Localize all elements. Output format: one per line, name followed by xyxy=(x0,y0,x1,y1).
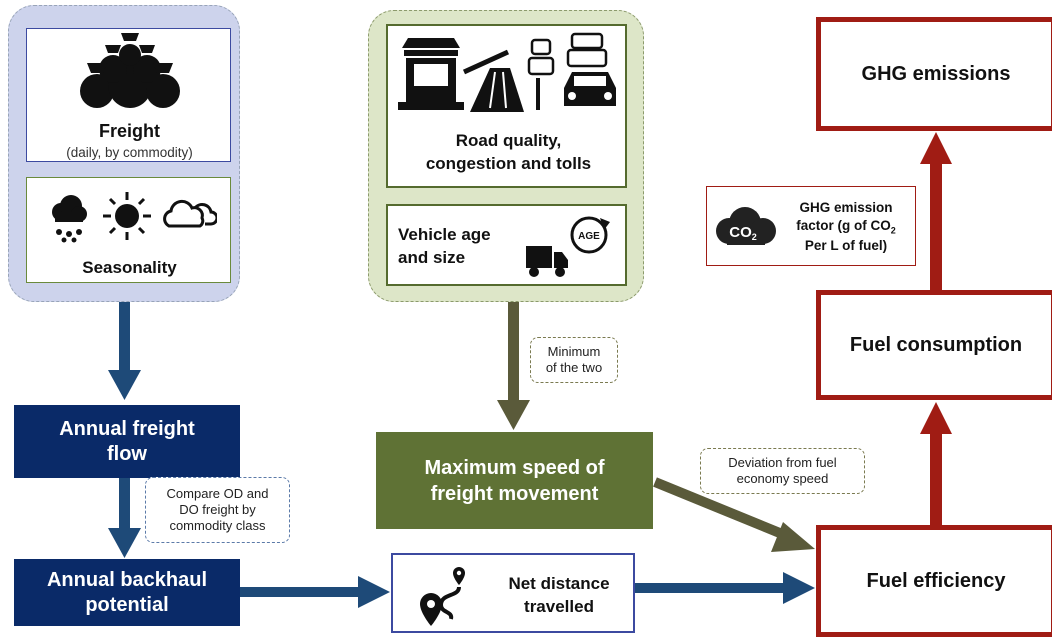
money-bags-icon xyxy=(80,33,180,108)
road-icon xyxy=(462,49,524,112)
arrow-consumption-to-ghg xyxy=(920,132,952,290)
note-deviation-line2: economy speed xyxy=(736,471,829,486)
traffic-car-icon xyxy=(527,38,555,110)
speed-line2: freight movement xyxy=(430,482,599,505)
arrow-backhaul-to-distance xyxy=(240,576,390,608)
arrow-efficiency-to-consumption xyxy=(920,402,952,525)
co2-cloud-icon: CO2 xyxy=(716,207,776,245)
note-deviation-line1: Deviation from fuel xyxy=(728,454,837,470)
vehicle-age-line1: Vehicle age xyxy=(398,225,491,244)
road-quality-line1: Road quality, xyxy=(455,131,562,150)
ghg-emissions-label: GHG emissions xyxy=(861,62,1011,85)
annual-backhaul-box: Annual backhaul potential xyxy=(14,559,240,626)
net-distance-label: Net distance travelled xyxy=(489,573,629,619)
age-cycle-icon: AGE xyxy=(570,216,610,254)
rain-cloud-icon xyxy=(52,195,87,243)
clouds-icon xyxy=(163,199,217,228)
fuel-efficiency-label: Fuel efficiency xyxy=(866,569,1006,592)
road-quality-line2: congestion and tolls xyxy=(425,153,592,173)
note-compare: Compare OD and DO freight by commodity c… xyxy=(145,477,290,543)
arrow-seasonality-to-flow xyxy=(108,302,141,400)
note-minimum-line1: Minimum xyxy=(547,343,601,359)
road-quality-box: Road quality, congestion and tolls xyxy=(386,24,627,188)
net-distance-box: Net distance travelled xyxy=(391,553,635,633)
fuel-consumption-label: Fuel consumption xyxy=(849,333,1023,356)
emission-factor-line1: GHG emission xyxy=(799,200,893,215)
maximum-speed-box: Maximum speed of freight movement xyxy=(376,432,653,529)
annual-flow-line1: Annual freight xyxy=(59,417,195,440)
annual-flow-line2: flow xyxy=(106,442,147,465)
freight-box: Freight (daily, by commodity) xyxy=(26,28,231,162)
emission-factor-label: GHG emission factor (g of CO2 Per L of f… xyxy=(779,199,913,255)
note-compare-line3: commodity class xyxy=(169,518,266,534)
arrow-vehicle-to-speed xyxy=(497,302,530,430)
note-compare-line1: Compare OD and xyxy=(166,485,269,501)
note-compare-line2: DO freight by xyxy=(179,501,256,517)
freight-subtitle: (daily, by commodity) xyxy=(66,145,193,160)
seasonality-box: Seasonality xyxy=(26,177,231,283)
sun-icon xyxy=(103,192,151,240)
speed-line1: Maximum speed of xyxy=(424,456,605,479)
vehicle-age-label: Vehicle age and size xyxy=(398,224,491,270)
fuel-efficiency-box: Fuel efficiency xyxy=(816,525,1052,637)
co2-badge-text: CO2 xyxy=(729,224,757,242)
route-pin-icon xyxy=(420,567,465,626)
emission-factor-line2: factor (g of CO2 xyxy=(796,218,896,236)
note-minimum-line2: of the two xyxy=(545,360,603,375)
net-distance-line1: Net distance xyxy=(508,574,610,593)
emission-factor-line3: Per L of fuel) xyxy=(804,238,888,254)
note-minimum: Minimum of the two xyxy=(530,337,618,383)
age-badge-text: AGE xyxy=(578,231,600,242)
fuel-consumption-box: Fuel consumption xyxy=(816,290,1052,400)
emission-factor-box: CO2 GHG emission factor (g of CO2 Per L … xyxy=(706,186,916,266)
truck-icon xyxy=(526,246,568,277)
backhaul-line2: potential xyxy=(85,593,169,616)
vehicle-age-box: Vehicle age and size AGE xyxy=(386,204,627,286)
ghg-emissions-box: GHG emissions xyxy=(816,17,1052,131)
note-deviation: Deviation from fuel economy speed xyxy=(700,448,865,494)
backhaul-line1: Annual backhaul xyxy=(46,568,208,591)
seasonality-title: Seasonality xyxy=(82,258,177,277)
vehicle-age-line2: and size xyxy=(398,247,466,267)
net-distance-line2: travelled xyxy=(524,596,594,616)
arrow-distance-to-efficiency xyxy=(635,572,815,604)
freight-title: Freight xyxy=(99,121,160,141)
toll-booth-icon xyxy=(398,38,464,110)
annual-freight-flow-box: Annual freight flow xyxy=(14,405,240,478)
road-quality-label: Road quality, congestion and tolls xyxy=(388,130,629,176)
traffic-cars-icon xyxy=(564,32,616,106)
arrow-flow-to-backhaul xyxy=(108,478,141,558)
arrow-speed-to-efficiency xyxy=(653,477,815,552)
